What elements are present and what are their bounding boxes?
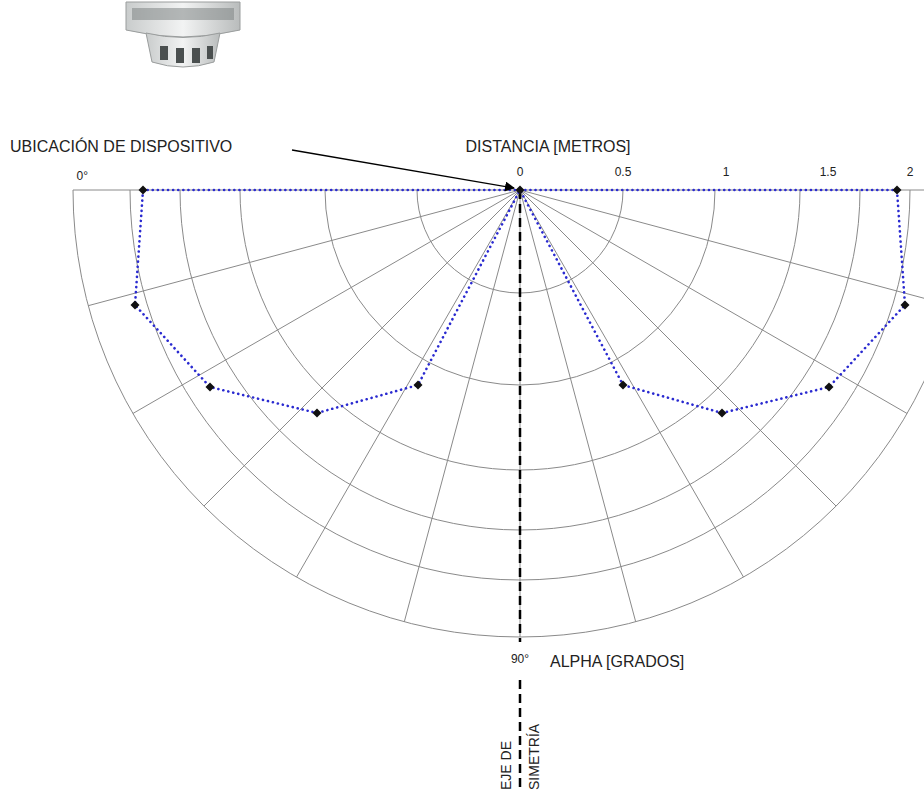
axis-title: ALPHA [GRADOS] — [548, 652, 686, 671]
data-marker — [413, 380, 422, 389]
data-marker — [130, 300, 139, 309]
grid-ring — [73, 190, 924, 637]
data-marker — [515, 185, 524, 194]
grid-spoke — [297, 190, 521, 577]
data-marker — [824, 382, 833, 391]
data-marker — [205, 382, 214, 391]
grid-spoke — [520, 190, 836, 506]
symmetry-axis — [519, 190, 522, 642]
axis-note: EJE DE SIMETRÍA — [492, 690, 548, 790]
tick-label: 2 — [905, 165, 916, 179]
data-markers — [130, 185, 909, 417]
data-marker — [717, 408, 726, 417]
data-marker — [138, 185, 147, 194]
tick-label: 0.5 — [613, 165, 634, 179]
grid-spoke — [520, 190, 744, 577]
smoke-detector — [126, 2, 240, 67]
tick-label: 0 — [515, 165, 526, 179]
symmetry-axis — [519, 680, 522, 792]
polar-grid — [73, 190, 924, 637]
grid-spoke — [520, 190, 907, 414]
grid-spoke — [204, 190, 520, 506]
data-marker — [900, 300, 909, 309]
data-marker — [892, 185, 901, 194]
callout-text: UBICACIÓN DE DISPOSITIVO — [8, 137, 234, 156]
tick-label: 1.5 — [818, 165, 839, 179]
data-marker — [312, 408, 321, 417]
grid-spoke — [404, 190, 520, 622]
grid-spoke — [520, 190, 924, 306]
angle-label: 0° — [75, 169, 90, 183]
angle-label: 90° — [509, 652, 531, 666]
coverage-curve — [135, 190, 905, 413]
data-marker — [618, 380, 627, 389]
axis-title: DISTANCIA [METROS] — [463, 137, 632, 156]
grid-spoke — [88, 190, 520, 306]
tick-label: 1 — [721, 165, 732, 179]
grid-spoke — [520, 190, 636, 622]
